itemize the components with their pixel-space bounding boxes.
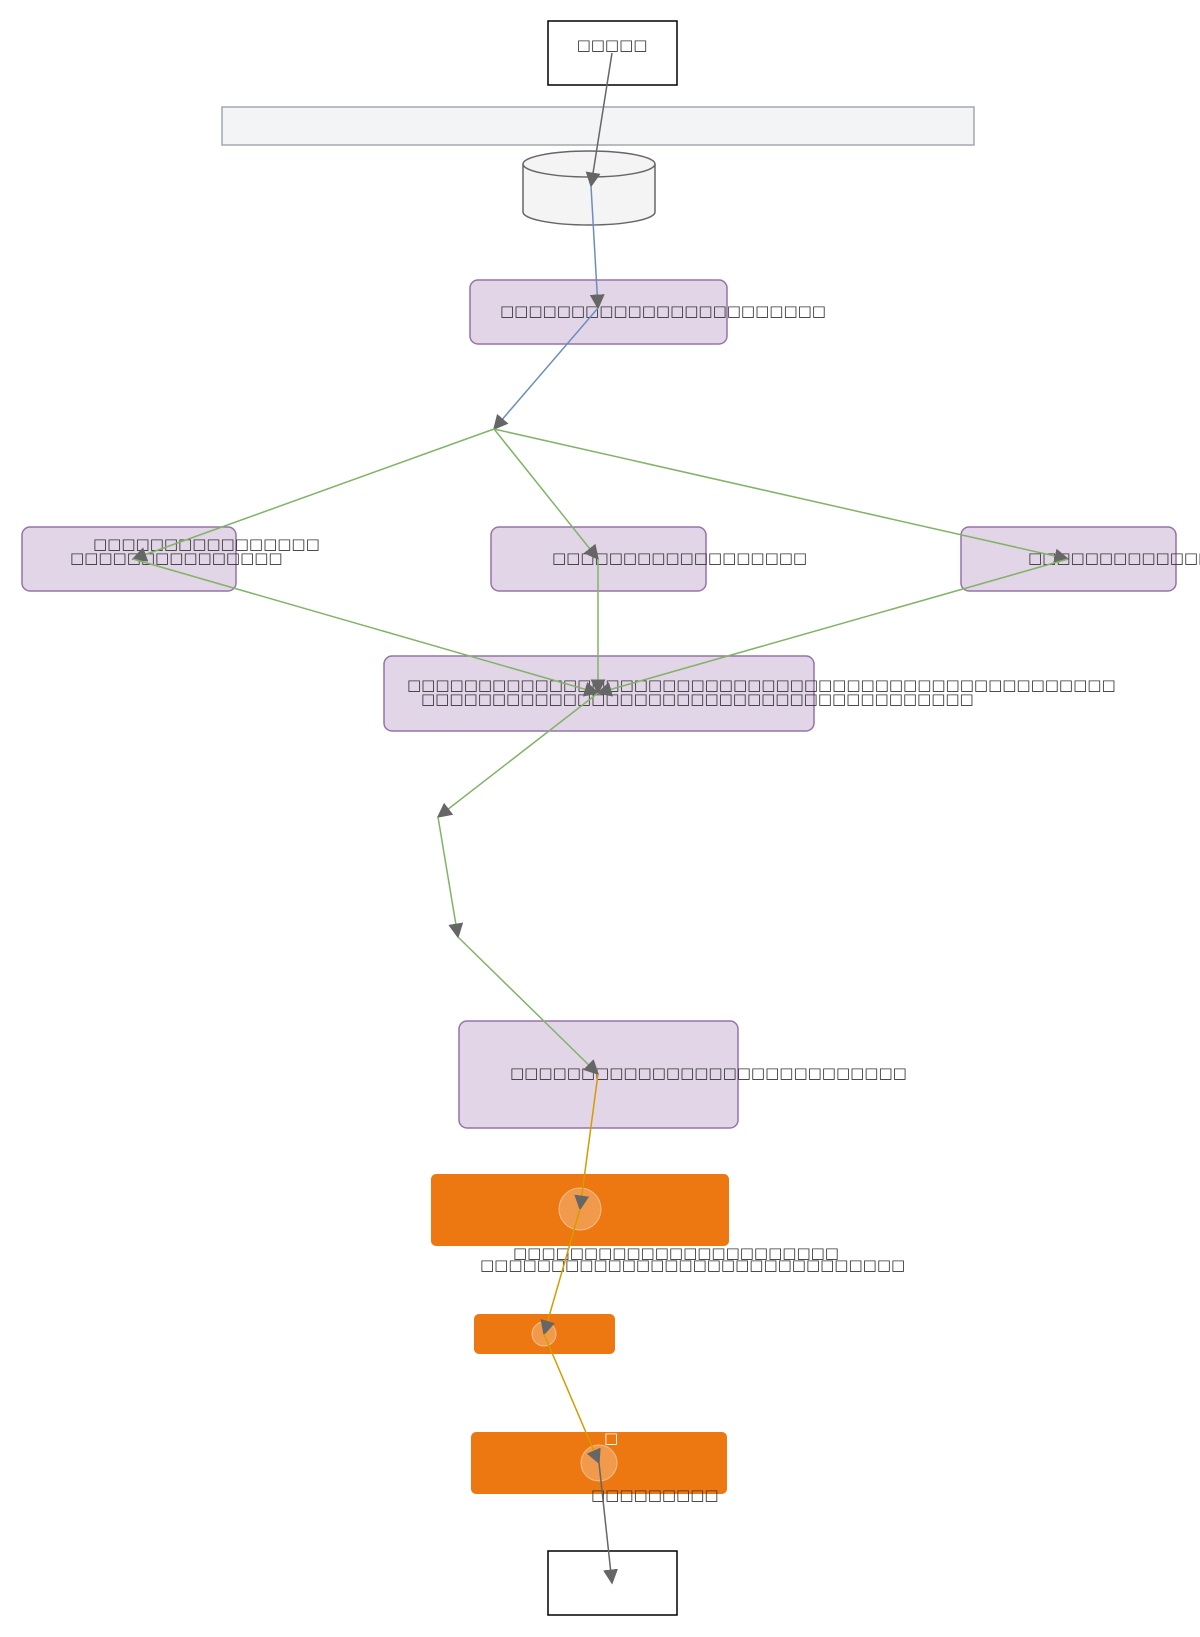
edge-split-to-left [131, 428, 495, 562]
task-node-1-label-1: □□□□□□□□□□□□□□□□□□□□□□□ [513, 1244, 839, 1262]
edge-gate2-to-review [457, 936, 600, 1076]
edge-gate1-to-gate2 [437, 816, 464, 939]
task-node-3-label: □ [604, 1429, 618, 1447]
edge-split-to-center [493, 428, 599, 561]
edge-task2-to-task3 [543, 1333, 601, 1465]
end-node[interactable] [547, 1550, 678, 1616]
edge-split-to-right [493, 428, 1070, 564]
edge-start-to-db [585, 52, 613, 188]
review-node-label: □□□□□□□□□□□□□□□□□□□□□□□□□□□□ [510, 1064, 907, 1082]
edge-db-to-main [589, 185, 605, 310]
process-node-right-label: □□□□□□□□□□□□□□□□□ [1028, 549, 1200, 567]
process-node-left-label-2: □□□□□□□□□□□□□□□ [70, 549, 283, 567]
start-node[interactable] [547, 20, 678, 86]
process-node-left-label-1: □□□□□□□□□□□□□□□□ [93, 535, 320, 553]
task-node-1-label-2: □□□□□□□□□□□□□□□□□□□□□□□□□□□□□□ [480, 1256, 905, 1274]
process-node-main[interactable] [469, 279, 728, 345]
edge-right-to-merge [596, 558, 1069, 697]
process-node-center-label: □□□□□□□□□□□□□□□□□□ [552, 549, 807, 567]
task-node-2-label: □ [574, 1298, 588, 1316]
task-node-3-sublabel: □□□□□□□□□ [591, 1486, 719, 1504]
edge-merge-to-gate1 [436, 692, 599, 818]
edge-review-to-task1 [574, 1073, 599, 1211]
edge-left-to-merge [132, 558, 600, 697]
edge-task3-to-end [598, 1462, 619, 1585]
process-node-main-label: □□□□□□□□□□□□□□□□□□□□□□□ [500, 302, 826, 320]
start-node-label: □□□□□ [577, 36, 648, 54]
edge-task1-to-task2 [540, 1208, 581, 1336]
database-node[interactable] [522, 150, 656, 226]
process-node-left[interactable] [21, 526, 237, 592]
merge-node-label-2: □□□□□□□□□□□□□□□□□□□□□□□□□□□□□□□□□□□□□□□ [421, 690, 974, 708]
edge-main-to-split [493, 307, 599, 431]
